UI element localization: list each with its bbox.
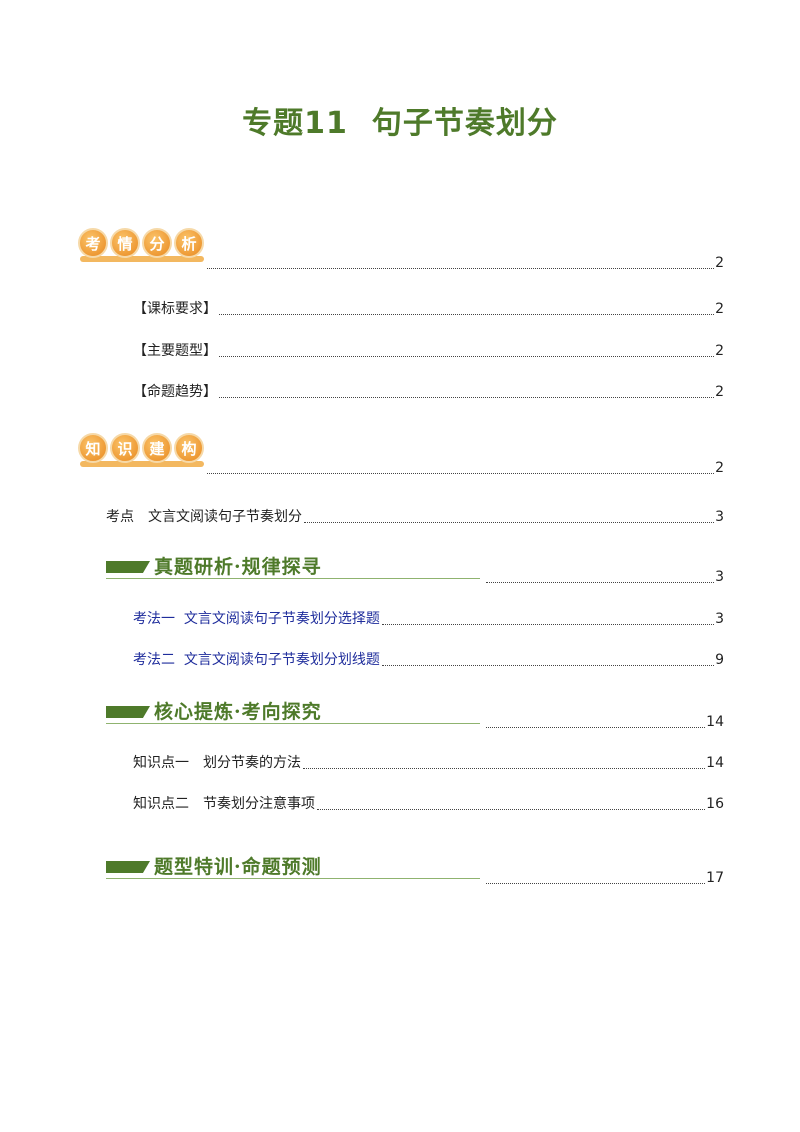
banner-text: 题型特训·命题预测 xyxy=(154,856,322,878)
badge-char: 析 xyxy=(174,228,204,258)
page-number: 2 xyxy=(715,301,724,317)
toc-row-zhenti[interactable]: 3 xyxy=(484,568,724,586)
page-number: 14 xyxy=(706,714,724,730)
banner-line xyxy=(106,578,480,579)
leader-dots xyxy=(304,522,715,523)
badge-char: 分 xyxy=(142,228,172,258)
leader-dots xyxy=(219,314,715,315)
title-text: 句子节奏划分 xyxy=(371,106,558,141)
badge-char: 建 xyxy=(142,433,172,463)
toc-label: 知识点二 节奏划分注意事项 xyxy=(133,796,315,812)
title-number: 专题11 xyxy=(242,106,348,141)
banner-bar xyxy=(106,561,150,573)
kaoqing-heading: 考 情 分 析 xyxy=(78,228,208,264)
leader-dots xyxy=(486,727,706,728)
leader-dots xyxy=(486,582,715,583)
toc-row-mingti[interactable]: 【命题趋势】 2 xyxy=(133,383,724,401)
toc-row-kaoqing[interactable]: 2 xyxy=(205,254,724,272)
page-number: 2 xyxy=(715,255,724,271)
toc-label: 知识点一 划分节奏的方法 xyxy=(133,755,301,771)
leader-dots xyxy=(486,883,706,884)
zhishi-heading: 知 识 建 构 xyxy=(78,433,208,469)
toc-row-hexin[interactable]: 14 xyxy=(484,713,724,731)
toc-label: 考点 文言文阅读句子节奏划分 xyxy=(106,509,302,525)
badge-char: 构 xyxy=(174,433,204,463)
toc-row-kaofa1[interactable]: 考法一 文言文阅读句子节奏划分选择题 3 xyxy=(133,610,724,628)
page-number: 3 xyxy=(715,509,724,525)
toc-row-kaodian[interactable]: 考点 文言文阅读句子节奏划分 3 xyxy=(106,508,724,526)
page-number: 2 xyxy=(715,343,724,359)
hexin-banner: 核心提炼·考向探究 xyxy=(106,697,480,725)
toc-row-kebiao[interactable]: 【课标要求】 2 xyxy=(133,300,724,318)
badge-char: 情 xyxy=(110,228,140,258)
leader-dots xyxy=(219,397,715,398)
page-title: 专题11 句子节奏划分 xyxy=(0,98,800,142)
leader-dots xyxy=(303,768,706,769)
toc-row-zsd1[interactable]: 知识点一 划分节奏的方法 14 xyxy=(133,754,724,772)
page-number: 2 xyxy=(715,384,724,400)
banner-text: 真题研析·规律探寻 xyxy=(154,556,322,578)
toc-label: 【命题趋势】 xyxy=(133,384,217,400)
page-number: 17 xyxy=(706,870,724,886)
toc-label: 考法二 文言文阅读句子节奏划分划线题 xyxy=(133,652,380,668)
toc-row-zhuyao[interactable]: 【主要题型】 2 xyxy=(133,342,724,360)
toc-row-zhishi[interactable]: 2 xyxy=(205,459,724,477)
page-number: 9 xyxy=(715,652,724,668)
badge-char: 知 xyxy=(78,433,108,463)
banner-bar xyxy=(106,706,150,718)
leader-dots xyxy=(317,809,706,810)
toc-label: 考法一 文言文阅读句子节奏划分选择题 xyxy=(133,611,380,627)
leader-dots xyxy=(219,356,715,357)
page-number: 3 xyxy=(715,611,724,627)
page-number: 3 xyxy=(715,569,724,585)
leader-dots xyxy=(207,268,715,269)
page-number: 14 xyxy=(706,755,724,771)
page-number: 16 xyxy=(706,796,724,812)
toc-row-tixing[interactable]: 17 xyxy=(484,869,724,887)
zhenti-banner: 真题研析·规律探寻 xyxy=(106,552,480,580)
leader-dots xyxy=(381,624,715,625)
page-number: 2 xyxy=(715,460,724,476)
toc-label: 【课标要求】 xyxy=(133,301,217,317)
badge-char: 考 xyxy=(78,228,108,258)
banner-bar xyxy=(106,861,150,873)
banner-text: 核心提炼·考向探究 xyxy=(154,701,322,723)
leader-dots xyxy=(381,665,715,666)
toc-label: 【主要题型】 xyxy=(133,343,217,359)
badge-char: 识 xyxy=(110,433,140,463)
toc-row-kaofa2[interactable]: 考法二 文言文阅读句子节奏划分划线题 9 xyxy=(133,651,724,669)
badge-underline xyxy=(80,461,204,467)
leader-dots xyxy=(207,473,715,474)
banner-line xyxy=(106,723,480,724)
badge-underline xyxy=(80,256,204,262)
toc-row-zsd2[interactable]: 知识点二 节奏划分注意事项 16 xyxy=(133,795,724,813)
banner-line xyxy=(106,878,480,879)
tixing-banner: 题型特训·命题预测 xyxy=(106,852,480,880)
